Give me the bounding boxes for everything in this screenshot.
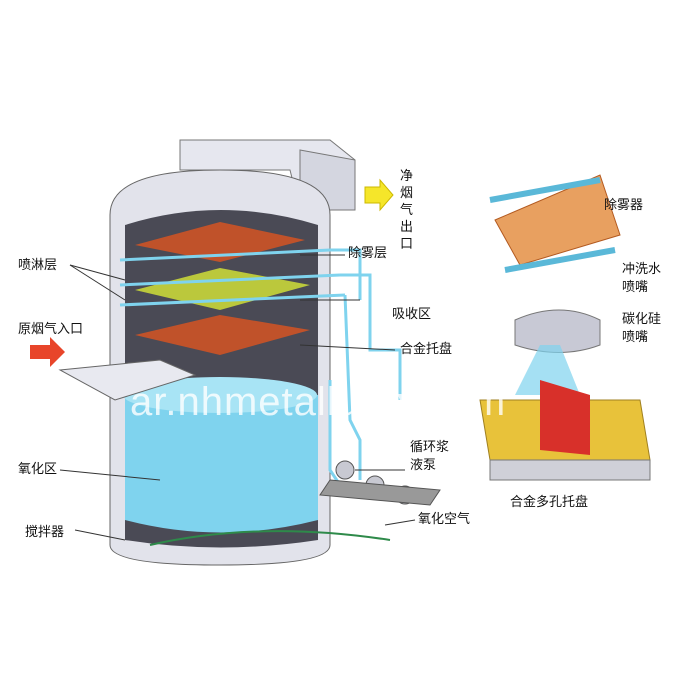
spray-pipes: [119, 248, 402, 486]
label-clean-gas-outlet: 净烟气出口: [400, 169, 414, 252]
label-flush-2: 喷嘴: [622, 280, 649, 295]
alloy-tray: [135, 315, 310, 355]
label-absorption-zone: 吸收区: [392, 307, 432, 322]
label-raw-gas-inlet: 原烟气入口: [18, 322, 84, 337]
demister-detail: [489, 174, 621, 273]
circulation-pumps: [319, 460, 441, 506]
label-pump-2: 液泵: [410, 458, 437, 473]
leader-lines: [59, 254, 416, 541]
label-spray-layer: 喷淋层: [18, 258, 58, 273]
alloy-tray-detail: [479, 380, 651, 481]
label-alloy-tray: 合金托盘: [400, 342, 453, 357]
inlet-duct: [58, 359, 197, 401]
label-pump-1: 循环浆: [410, 440, 450, 455]
clean-gas-arrow-icon: [364, 178, 394, 212]
label-demister-layer: 除雾层: [348, 246, 388, 261]
label-demister: 除雾器: [604, 198, 644, 213]
watermark: ar.nhmetallurgy.com: [130, 380, 507, 424]
label-agitator: 搅拌器: [25, 525, 65, 540]
slurry-surface: [123, 377, 317, 413]
raw-gas-arrow-icon: [30, 337, 65, 367]
slurry-tank: [125, 385, 318, 533]
label-oxidation-zone: 氧化区: [18, 462, 58, 477]
label-alloy-perforated-tray: 合金多孔托盘: [510, 495, 589, 510]
demister-layer: [135, 222, 305, 262]
label-flush-1: 冲洗水: [622, 262, 662, 277]
sic-nozzle-detail: [514, 309, 601, 395]
label-sic-1: 碳化硅: [622, 312, 662, 327]
label-oxidation-air: 氧化空气: [418, 512, 471, 527]
label-sic-2: 喷嘴: [622, 330, 649, 345]
oxidation-air-pipe: [149, 530, 391, 546]
